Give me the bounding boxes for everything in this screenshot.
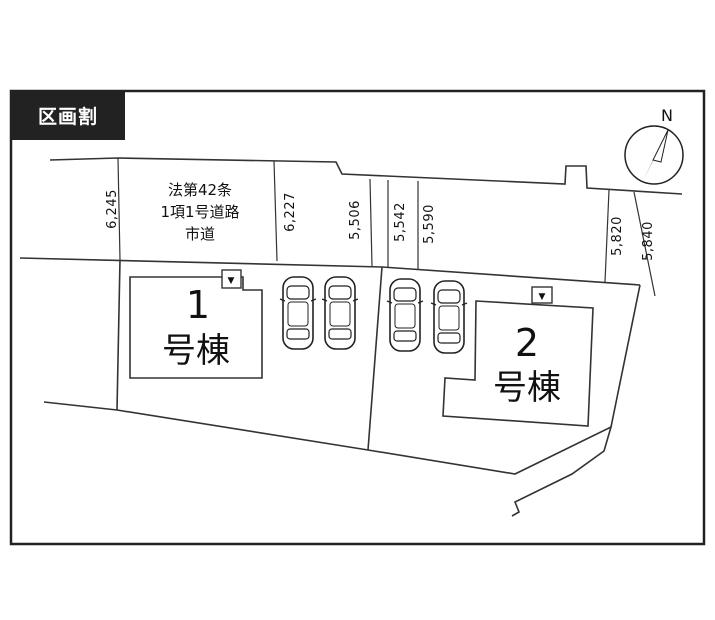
meter-box-icon (531, 286, 553, 304)
building-2-outline (442, 300, 594, 427)
meter-box-icon (221, 269, 242, 289)
building-2-number: 2 (515, 321, 539, 365)
meter-symbol: ▼ (539, 292, 546, 302)
building-1-number: 1 (186, 283, 210, 327)
dimension-label: 6,227 (283, 192, 298, 232)
dimension-label: 5,506 (348, 200, 363, 240)
title-text: 区画割 (38, 105, 98, 128)
parked-car-icon (321, 276, 359, 350)
building-1-label: 号棟 (162, 331, 230, 371)
outer-frame (9, 89, 706, 546)
dimension-label: 6,245 (105, 189, 120, 229)
road-label-line2: 1項1号道路 (160, 203, 239, 221)
parked-car-icon (279, 276, 317, 350)
dimension-label: 5,820 (610, 216, 625, 256)
south-boundary (43, 401, 613, 517)
road-top-edge (49, 157, 683, 195)
north-label: N (661, 106, 673, 125)
road-label-line1: 法第42条 (168, 181, 232, 199)
lot2-east-boundary (610, 284, 641, 428)
parked-car-icon (386, 278, 424, 352)
north-arrow-icon: N (624, 106, 684, 185)
road-label-line3: 市道 (185, 225, 215, 243)
dimension-label: 5,840 (641, 221, 656, 261)
lot1-west-boundary (116, 259, 121, 411)
dimension-label: 5,542 (393, 202, 408, 242)
parking-cars (279, 276, 468, 354)
dimension-lines (117, 157, 656, 297)
dimension-label: 5,590 (422, 204, 437, 244)
parked-car-icon (430, 280, 468, 354)
meter-symbol: ▼ (228, 276, 235, 286)
building-1-outline (129, 276, 263, 379)
lot-divider (367, 266, 383, 451)
building-2-label: 号棟 (493, 368, 561, 408)
title-badge (11, 91, 125, 140)
